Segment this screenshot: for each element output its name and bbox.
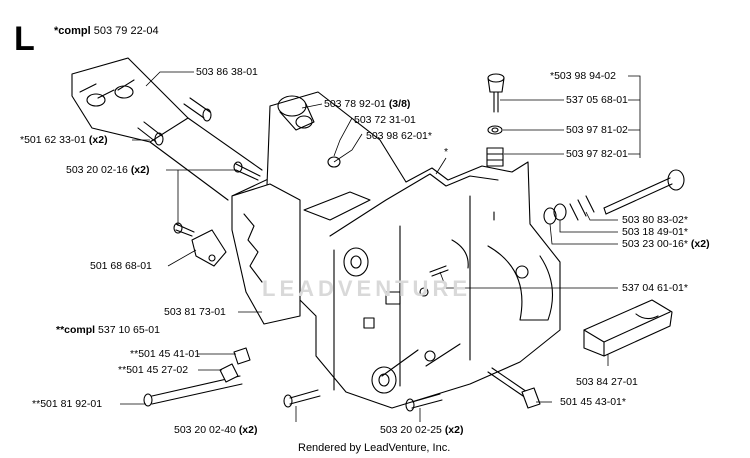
nut-small (219, 363, 239, 383)
clutch-cover-body (263, 91, 561, 409)
callout-part[interactable]: **compl 537 10 65-01 (56, 324, 160, 336)
side-plate (231, 183, 301, 325)
callout-part[interactable]: 537 05 68-01 (566, 94, 628, 106)
leader-p17 (585, 211, 618, 221)
adjuster-screw (487, 73, 505, 113)
callout-part[interactable]: **501 45 27-02 (118, 364, 189, 376)
leader-p22 (301, 103, 323, 109)
callout-part[interactable]: 503 80 83-02* (622, 214, 688, 226)
leader-p21 (628, 75, 641, 158)
callout-part[interactable]: **501 81 92-01 (32, 398, 103, 410)
lever (303, 191, 371, 221)
bolt-bottom-center (405, 393, 443, 412)
spring-right (569, 195, 595, 221)
callout-part[interactable]: 503 20 02-16 (x2) (66, 164, 150, 176)
chain-guide-plate (71, 57, 297, 223)
leader-p3 (166, 169, 236, 226)
callout-part[interactable]: 503 72 31-01 (354, 114, 416, 126)
leader-p24 (333, 133, 363, 163)
screw-left (173, 222, 195, 237)
callout-part[interactable]: *503 98 94-02 (550, 70, 616, 82)
clip-small (233, 347, 251, 365)
footer-credit: Rendered by LeadVenture, Inc. (298, 442, 451, 454)
callout-part[interactable]: 503 84 27-01 (576, 376, 638, 388)
callout-part[interactable]: 503 78 92-01 (3/8) (324, 98, 411, 110)
washer-o-ring (487, 125, 503, 135)
callout-part[interactable]: 503 20 02-40 (x2) (174, 424, 258, 436)
callout-part[interactable]: 503 98 62-01* (366, 130, 432, 142)
callout-part[interactable]: 537 04 61-01* (622, 282, 688, 294)
callout-part[interactable]: 503 20 02-25 (x2) (380, 424, 464, 436)
compl-assembly-label: *compl 503 79 22-04 (54, 25, 159, 37)
leader-p16 (559, 220, 618, 233)
leader-p14 (439, 271, 618, 289)
callout-part[interactable]: 503 18 49-01* (622, 226, 688, 238)
callout-part[interactable]: * (444, 146, 449, 158)
callout-part[interactable]: 503 23 00-16* (x2) (622, 238, 710, 250)
small-washer (327, 156, 341, 168)
leader-p23 (333, 117, 353, 157)
pin-lower (137, 121, 164, 146)
small-bracket (191, 229, 227, 267)
callout-part[interactable]: 501 68 68-01 (90, 260, 152, 272)
leader-p4 (167, 249, 197, 267)
callout-part[interactable]: 503 97 82-01 (566, 148, 628, 160)
screw-top-left (233, 161, 261, 181)
callout-part[interactable]: **501 45 41-01 (130, 348, 201, 360)
leader-p15 (549, 223, 618, 245)
callout-part[interactable]: 503 97 81-02 (566, 124, 628, 136)
watermark-text: LEADVENTURE (262, 276, 472, 301)
block-part (583, 299, 673, 357)
pin-upper (183, 97, 212, 122)
leader-p1 (145, 71, 194, 87)
leader-p25 (435, 157, 447, 175)
callout-part[interactable]: *501 62 33-01 (x2) (20, 134, 108, 146)
callout-part[interactable]: 503 81 73-01 (164, 306, 226, 318)
section-letter: L (14, 20, 35, 58)
bolt-bottom-right (487, 367, 541, 409)
plug-cap (277, 95, 315, 131)
callout-part[interactable]: 501 45 43-01* (560, 396, 626, 408)
callout-part[interactable]: 503 86 38-01 (196, 66, 258, 78)
bolt-bottom-mid (283, 389, 321, 408)
washers-right (543, 203, 567, 225)
spring-upper (486, 147, 504, 167)
tensioner-rod (603, 169, 685, 215)
